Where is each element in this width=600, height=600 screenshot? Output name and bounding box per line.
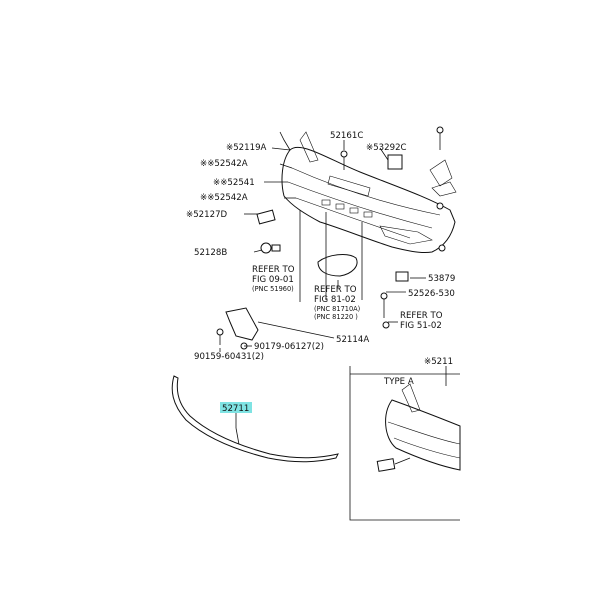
- leader-lines: [219, 131, 426, 451]
- label-52541: ※※52541: [213, 178, 255, 188]
- label-52711[interactable]: 52711: [222, 404, 249, 414]
- label-52114a: 52114A: [336, 335, 369, 345]
- bumper-bracket: [225, 307, 259, 341]
- label-53879: 53879: [428, 274, 455, 284]
- refer-09-01-line3: (PNC 51960): [252, 285, 294, 293]
- label-52128b: 52128B: [194, 248, 227, 258]
- label-90159: 90159-60431(2): [194, 352, 264, 362]
- label-52542a-lower: ※※52542A: [200, 193, 248, 203]
- bumper-molding: [171, 375, 339, 463]
- refer-09-01-line2: FIG 09-01: [252, 275, 294, 285]
- part-labels: ※52119A 52161C ※53292C ※※52542A ※※52541 …: [186, 131, 455, 414]
- fastener-parts: [216, 126, 446, 350]
- refer-51-02-line1: REFER TO: [400, 311, 443, 321]
- inset-type-a: [349, 366, 461, 521]
- label-type-a: TYPE A: [383, 377, 414, 387]
- refer-51-02-line2: FIG 51-02: [400, 321, 442, 331]
- refer-09-01-line1: REFER TO: [252, 265, 295, 275]
- label-52542a-upper: ※※52542A: [200, 159, 248, 169]
- label-52526: 52526-530: [408, 289, 455, 299]
- refer-81-02-line1: REFER TO: [314, 285, 357, 295]
- label-53292c: ※53292C: [366, 143, 407, 153]
- refer-81-02-line3: (PNC 81710A): [314, 305, 360, 313]
- label-52119a: ※52119A: [226, 143, 267, 153]
- label-52161c: 52161C: [330, 131, 363, 141]
- label-52127d: ※52127D: [186, 210, 228, 220]
- refer-81-02-line4: (PNC 81220 ): [314, 313, 358, 321]
- highlight-52711: [220, 402, 252, 413]
- front-bumper-cover: [281, 131, 457, 253]
- fog-lamp-cover: [317, 254, 358, 277]
- label-90179: 90179-06127(2): [254, 342, 324, 352]
- label-5211-inset: ※5211: [424, 357, 453, 367]
- refer-81-02-line2: FIG 81-02: [314, 295, 356, 305]
